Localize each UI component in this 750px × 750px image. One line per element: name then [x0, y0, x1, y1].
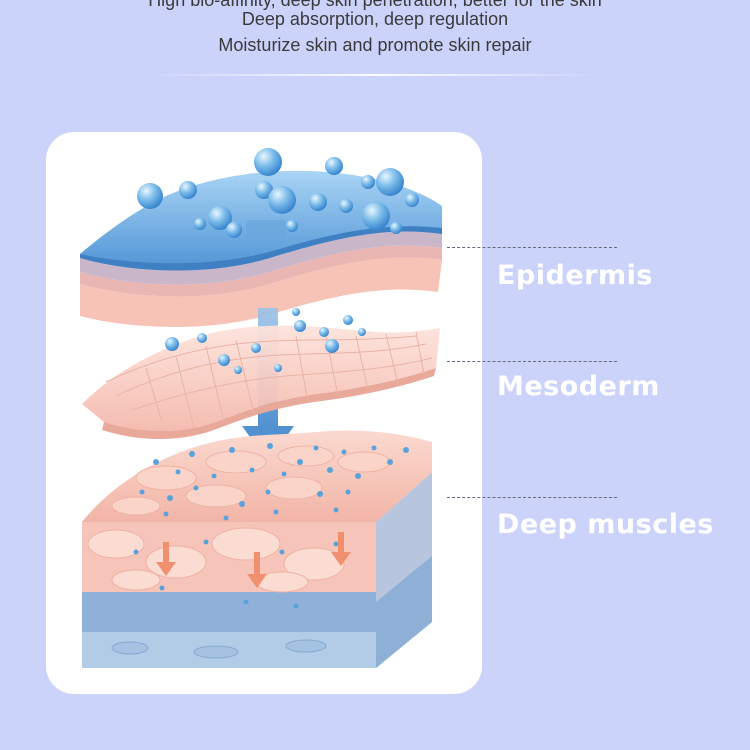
mesoderm-leader-line: [447, 361, 617, 362]
header-divider: [150, 74, 600, 76]
header-partial-line: High bio-affinity, deep skin penetration…: [148, 0, 602, 10]
epidermis-leader-line: [447, 247, 617, 248]
penetration-arrows: [156, 532, 351, 588]
epidermis-layer: [80, 148, 442, 327]
deep-muscles-leader-line: [447, 497, 617, 498]
deep-muscles-layer: [82, 430, 432, 668]
header-line-2: Moisturize skin and promote skin repair: [218, 35, 532, 55]
mesoderm-layer: [82, 308, 440, 440]
skin-layers-illustration: [80, 148, 442, 668]
header-line-1: Deep absorption, deep regulation: [241, 9, 509, 29]
epidermis-label: Epidermis: [497, 260, 653, 291]
mesoderm-label: Mesoderm: [497, 371, 660, 402]
deep-muscles-label: Deep muscles: [497, 509, 714, 540]
